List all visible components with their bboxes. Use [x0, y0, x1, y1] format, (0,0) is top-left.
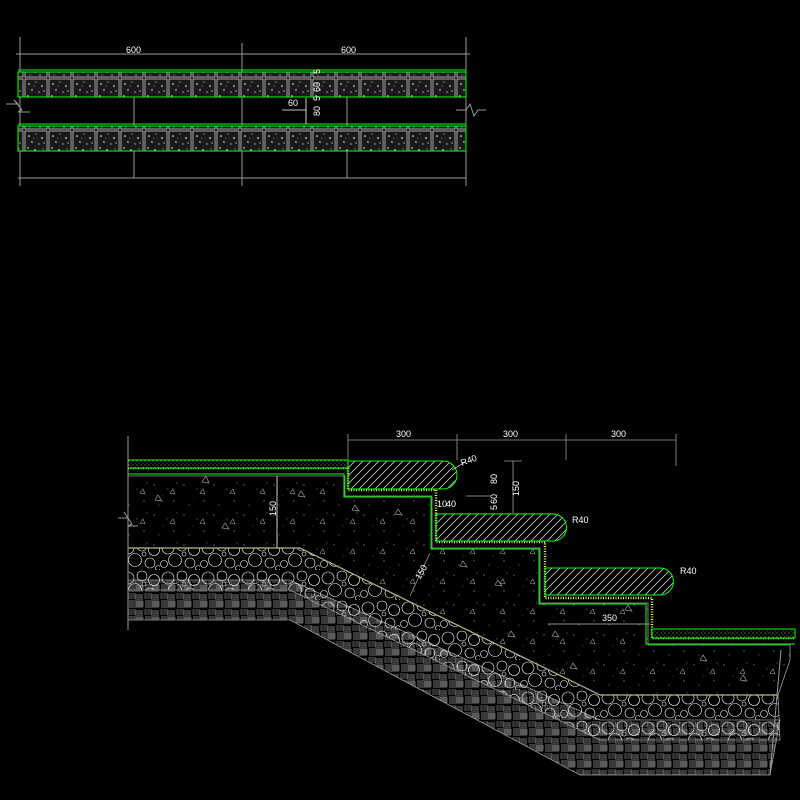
top-paving-slab	[127, 459, 349, 469]
bottom-paving-slab	[651, 628, 796, 639]
paver-band-top	[17, 71, 467, 98]
section-view: 300 300 300 R40 R40 R40 150 80 5 60 10 4…	[118, 429, 796, 776]
dim-d3: 5	[312, 96, 322, 101]
dim-layer-c: 10	[437, 499, 447, 509]
dim-slab-top: 80	[489, 474, 499, 484]
dim-radius-2: R40	[572, 515, 589, 525]
break-line-right	[456, 102, 486, 118]
paver-band-bottom	[17, 125, 467, 152]
dim-layer-a: 5	[489, 505, 499, 510]
break-line-left	[6, 99, 30, 113]
tread-1	[347, 460, 458, 490]
tread-2	[435, 513, 567, 542]
dim-tread-3: 300	[611, 429, 626, 439]
plan-view: 600 600 60 5 60 5 80	[6, 37, 486, 186]
dim-landing: 350	[602, 613, 617, 623]
dim-gap: 60	[288, 98, 298, 108]
tread-3	[544, 567, 674, 596]
dim-radius-1: R40	[459, 453, 478, 468]
dim-radius-3: R40	[680, 566, 697, 576]
dim-width-right: 600	[341, 45, 356, 55]
dim-tread-1: 300	[396, 429, 411, 439]
dim-base-thickness: 150	[268, 501, 278, 516]
dim-layer-d: 40	[446, 499, 456, 509]
dim-tread-2: 300	[503, 429, 518, 439]
dim-d2: 60	[312, 82, 322, 92]
aggregate-marks	[154, 475, 748, 682]
dim-layer-b: 60	[489, 494, 499, 504]
dim-riser: 150	[511, 481, 521, 496]
dim-width-left: 600	[126, 45, 141, 55]
dim-d4: 80	[312, 106, 322, 116]
dim-d1: 5	[312, 69, 322, 74]
